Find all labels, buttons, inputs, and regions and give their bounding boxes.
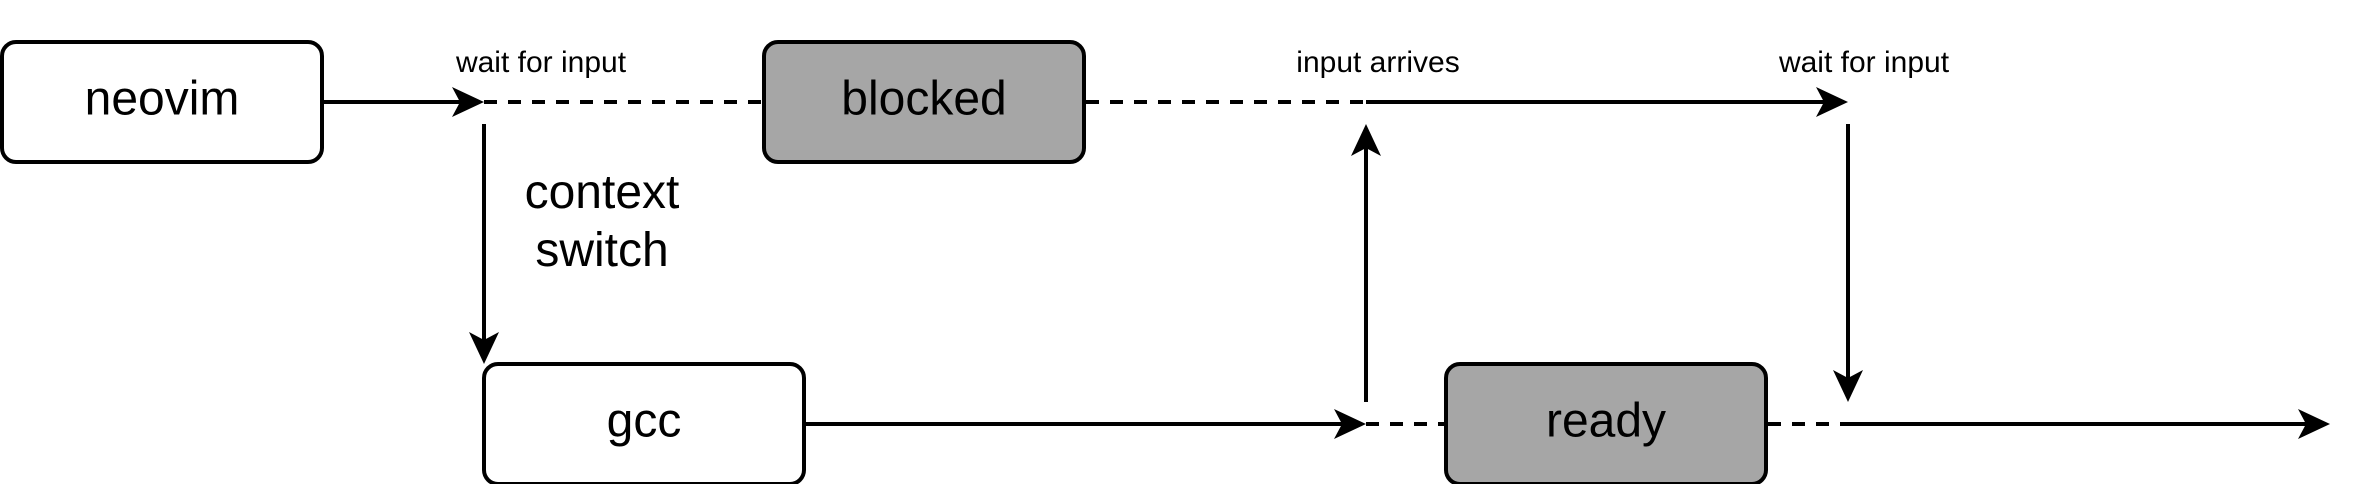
node-ready-box (1444, 362, 1768, 484)
arrowhead-input-arrives (1351, 124, 1381, 156)
node-neovim-label: neovim (85, 73, 240, 126)
node-gcc: gcc (482, 362, 806, 484)
arrowhead-gcc-junction (1334, 409, 1366, 439)
node-blocked-label: blocked (841, 73, 1006, 126)
arrowhead-to-gcc (469, 332, 499, 364)
arrowhead-timeline-end (2298, 409, 2330, 439)
label-wait-for-input-2: wait for input (1778, 46, 1950, 79)
label-wait-for-input-1: wait for input (455, 46, 627, 79)
node-gcc-label: gcc (607, 395, 682, 448)
label-input-arrives: input arrives (1296, 46, 1459, 79)
node-ready-label: ready (1546, 395, 1666, 448)
node-blocked-box (762, 40, 1086, 164)
node-gcc-box (482, 362, 806, 484)
node-neovim: neovim (0, 40, 324, 164)
label-context-switch-line2: switch (535, 224, 668, 277)
arrowhead-wait-for-input-2 (1816, 87, 1848, 117)
arrowhead-wait-for-input-1 (452, 87, 484, 117)
label-context-switch-line1: context (525, 166, 680, 219)
node-blocked: blocked (762, 40, 1086, 164)
arrowhead-to-ready-junction (1833, 370, 1863, 402)
node-neovim-box (0, 40, 324, 164)
node-ready: ready (1444, 362, 1768, 484)
